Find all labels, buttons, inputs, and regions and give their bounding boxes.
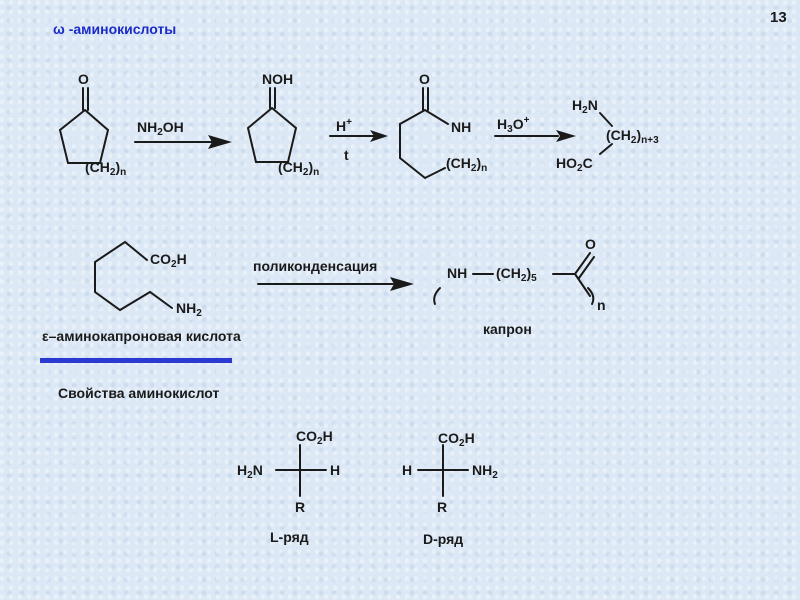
heading: ω -аминокислоты <box>53 22 176 36</box>
polymer-name: капрон <box>483 321 532 337</box>
ketone-oxygen: O <box>78 71 89 87</box>
polymer-c-o-bond <box>574 252 591 275</box>
fischer-D-right: NH2 <box>472 462 498 481</box>
aminocaproic-chain <box>94 240 173 312</box>
lactam-oxygen: O <box>419 71 430 87</box>
product-bond-bottom <box>599 143 613 155</box>
arrow3-head <box>556 130 576 142</box>
compound-name: ε–аминокапроновая кислота <box>42 328 241 344</box>
polymer-bracket-left <box>433 287 441 305</box>
fischer-D-bottom: R <box>437 499 448 515</box>
arrow2-head <box>370 130 388 142</box>
page-number: 13 <box>770 9 787 26</box>
amine-group: NH2 <box>176 300 202 319</box>
polymer-c-o-bond-double <box>578 256 595 279</box>
fischer-D-top: CO2H <box>438 430 475 449</box>
fischer-D-left: H <box>402 462 413 478</box>
properties-title: Свойства аминокислот <box>58 385 220 401</box>
oxime-label: NOH <box>262 71 294 87</box>
polymer-chain: (CH2)5 <box>496 265 537 284</box>
arrow1-head <box>208 135 232 149</box>
product-bond-top <box>599 112 613 127</box>
arrow4-head <box>390 277 414 291</box>
acid-group: CO2H <box>150 251 187 270</box>
lactam-nh: NH <box>451 119 472 135</box>
lactam-chain: (CH2)n <box>446 155 488 174</box>
product-amine: H2N <box>572 97 598 116</box>
fischer-L-bottom: R <box>295 499 306 515</box>
polymer-nh: NH <box>447 265 468 281</box>
polymer-n: n <box>597 297 606 313</box>
fischer-L-right: H <box>330 462 341 478</box>
arrow3-reagent: H3O+ <box>497 115 530 135</box>
fischer-L-label: L-ряд <box>270 529 309 545</box>
polymer-oxygen: O <box>585 236 596 252</box>
ketone-chain: (CH2)n <box>85 159 127 178</box>
polymer-bracket-right <box>587 287 595 305</box>
arrow1-reagent: NH2OH <box>137 119 184 138</box>
fischer-D-label: D-ряд <box>423 531 464 547</box>
omega-symbol: ω <box>53 21 65 37</box>
fischer-L-left: H2N <box>237 462 263 481</box>
heading-text: -аминокислоты <box>68 21 177 37</box>
polycondensation-label: поликонденсация <box>253 258 378 274</box>
accent-bar <box>40 358 232 363</box>
product-acid: HO2C <box>556 155 593 174</box>
polymer-c-next-bond <box>574 273 591 297</box>
oxime-chain: (CH2)n <box>278 159 320 178</box>
oxime-ring <box>246 107 298 163</box>
product-chain: (CH2)n+3 <box>606 127 659 146</box>
cyclopentanone-ring <box>58 109 110 164</box>
fischer-L-top: CO2H <box>296 428 333 447</box>
arrow2-reagent-top: H+ <box>336 117 352 134</box>
arrow2-reagent-bottom: t <box>344 147 349 163</box>
lactam-ring <box>399 108 449 180</box>
